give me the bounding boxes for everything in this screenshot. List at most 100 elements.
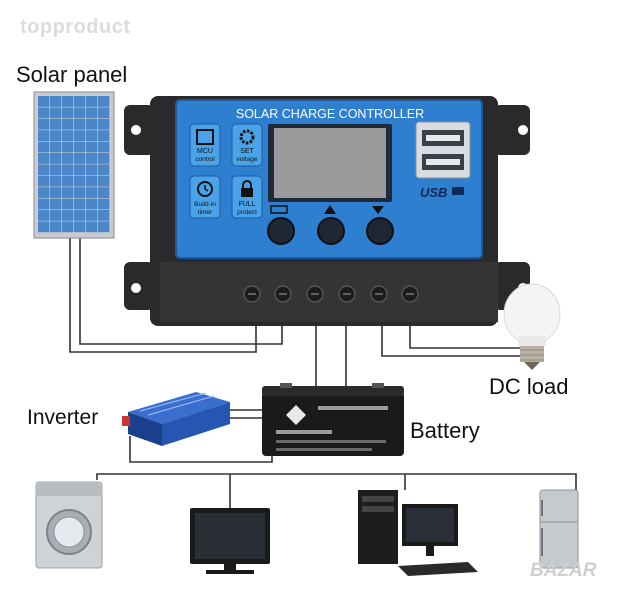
solar-cell — [86, 210, 98, 221]
solar-cell — [98, 221, 110, 233]
solar-cell — [74, 187, 86, 198]
washing-machine — [35, 481, 103, 569]
solar-cell — [62, 141, 74, 153]
controller-title: SOLAR CHARGE CONTROLLER — [236, 107, 424, 121]
solar-cell — [74, 221, 86, 233]
svg-text:SET: SET — [240, 148, 254, 155]
solar-cell — [86, 198, 98, 210]
up-button[interactable] — [317, 217, 345, 245]
solar-cell — [86, 141, 98, 153]
solar-cell — [62, 187, 74, 198]
battery-status-icon — [324, 205, 336, 214]
battery — [262, 383, 404, 456]
label-solar-panel: Solar panel — [16, 62, 128, 87]
label-battery: Battery — [410, 418, 480, 443]
svg-text:Build-in: Build-in — [194, 201, 216, 208]
solar-cell — [38, 130, 50, 141]
chip-icon — [196, 129, 214, 145]
solar-cell — [62, 118, 74, 130]
solar-cell — [74, 164, 86, 176]
solar-cell — [62, 107, 74, 119]
solar-cell — [50, 141, 62, 153]
solar-cell — [38, 141, 50, 153]
solar-cell — [98, 118, 110, 130]
solar-cell — [38, 198, 50, 210]
icon-tile-set: SET voltage — [231, 123, 263, 167]
usb-icon — [452, 187, 464, 195]
svg-text:protect: protect — [237, 209, 257, 216]
solar-cell — [38, 175, 50, 187]
solar-cell — [74, 107, 86, 119]
solar-cell — [98, 107, 110, 119]
solar-cell — [50, 198, 62, 210]
usb-ports: USB — [415, 121, 471, 200]
solar-cell — [86, 221, 98, 233]
solar-cell — [98, 141, 110, 153]
solar-cell — [86, 96, 98, 107]
refrigerator — [539, 489, 579, 569]
solar-cell — [74, 210, 86, 221]
solar-cell — [50, 187, 62, 198]
solar-cell — [74, 175, 86, 187]
svg-text:timer: timer — [198, 209, 213, 216]
svg-text:MCU: MCU — [197, 148, 213, 155]
solar-cell — [38, 118, 50, 130]
solar-cell — [62, 198, 74, 210]
solar-cell — [50, 96, 62, 107]
solar-cell — [50, 153, 62, 164]
svg-text:control: control — [195, 156, 215, 163]
solar-cell — [62, 164, 74, 176]
terminal-block — [243, 285, 419, 303]
solar-cell — [62, 130, 74, 141]
solar-cell — [98, 187, 110, 198]
label-dc-load: DC load — [489, 374, 569, 399]
solar-cell — [62, 153, 74, 164]
load-status-icon — [372, 206, 384, 214]
solar-cell — [50, 221, 62, 233]
wire-ac-bus — [96, 473, 577, 490]
solar-cell — [86, 187, 98, 198]
solar-cell — [74, 118, 86, 130]
solar-cell — [74, 198, 86, 210]
solar-cell — [74, 96, 86, 107]
wires — [69, 238, 577, 508]
menu-button[interactable] — [267, 217, 295, 245]
solar-cell — [86, 130, 98, 141]
icon-tile-timer: Build-in timer — [189, 175, 221, 219]
lcd-screen — [274, 128, 386, 198]
svg-text:voltage: voltage — [237, 156, 258, 163]
solar-cell — [98, 198, 110, 210]
solar-cell — [50, 164, 62, 176]
solar-cell — [74, 130, 86, 141]
television — [190, 508, 270, 574]
inverter — [122, 392, 230, 446]
solar-cell — [98, 175, 110, 187]
solar-cell — [86, 175, 98, 187]
dc-load-bulb — [503, 283, 561, 370]
panel-status-icon — [270, 205, 288, 214]
lock-icon — [241, 180, 253, 197]
solar-cell — [38, 187, 50, 198]
solar-cell — [38, 96, 50, 107]
solar-cell — [50, 175, 62, 187]
solar-cell — [98, 96, 110, 107]
solar-cell — [50, 210, 62, 221]
desktop-computer — [358, 490, 478, 576]
solar-cell — [86, 153, 98, 164]
brand-mark: BAZAR — [530, 560, 597, 581]
solar-cell — [98, 210, 110, 221]
solar-cell — [38, 153, 50, 164]
solar-cell — [38, 107, 50, 119]
svg-text:FULL: FULL — [238, 201, 255, 208]
solar-cell — [50, 130, 62, 141]
solar-cell — [62, 210, 74, 221]
solar-cell — [86, 118, 98, 130]
solar-cells — [38, 96, 110, 233]
down-button[interactable] — [366, 217, 394, 245]
solar-cell — [50, 107, 62, 119]
solar-cell — [98, 164, 110, 176]
solar-cell — [50, 118, 62, 130]
icon-tile-protect: FULL protect — [231, 175, 263, 219]
